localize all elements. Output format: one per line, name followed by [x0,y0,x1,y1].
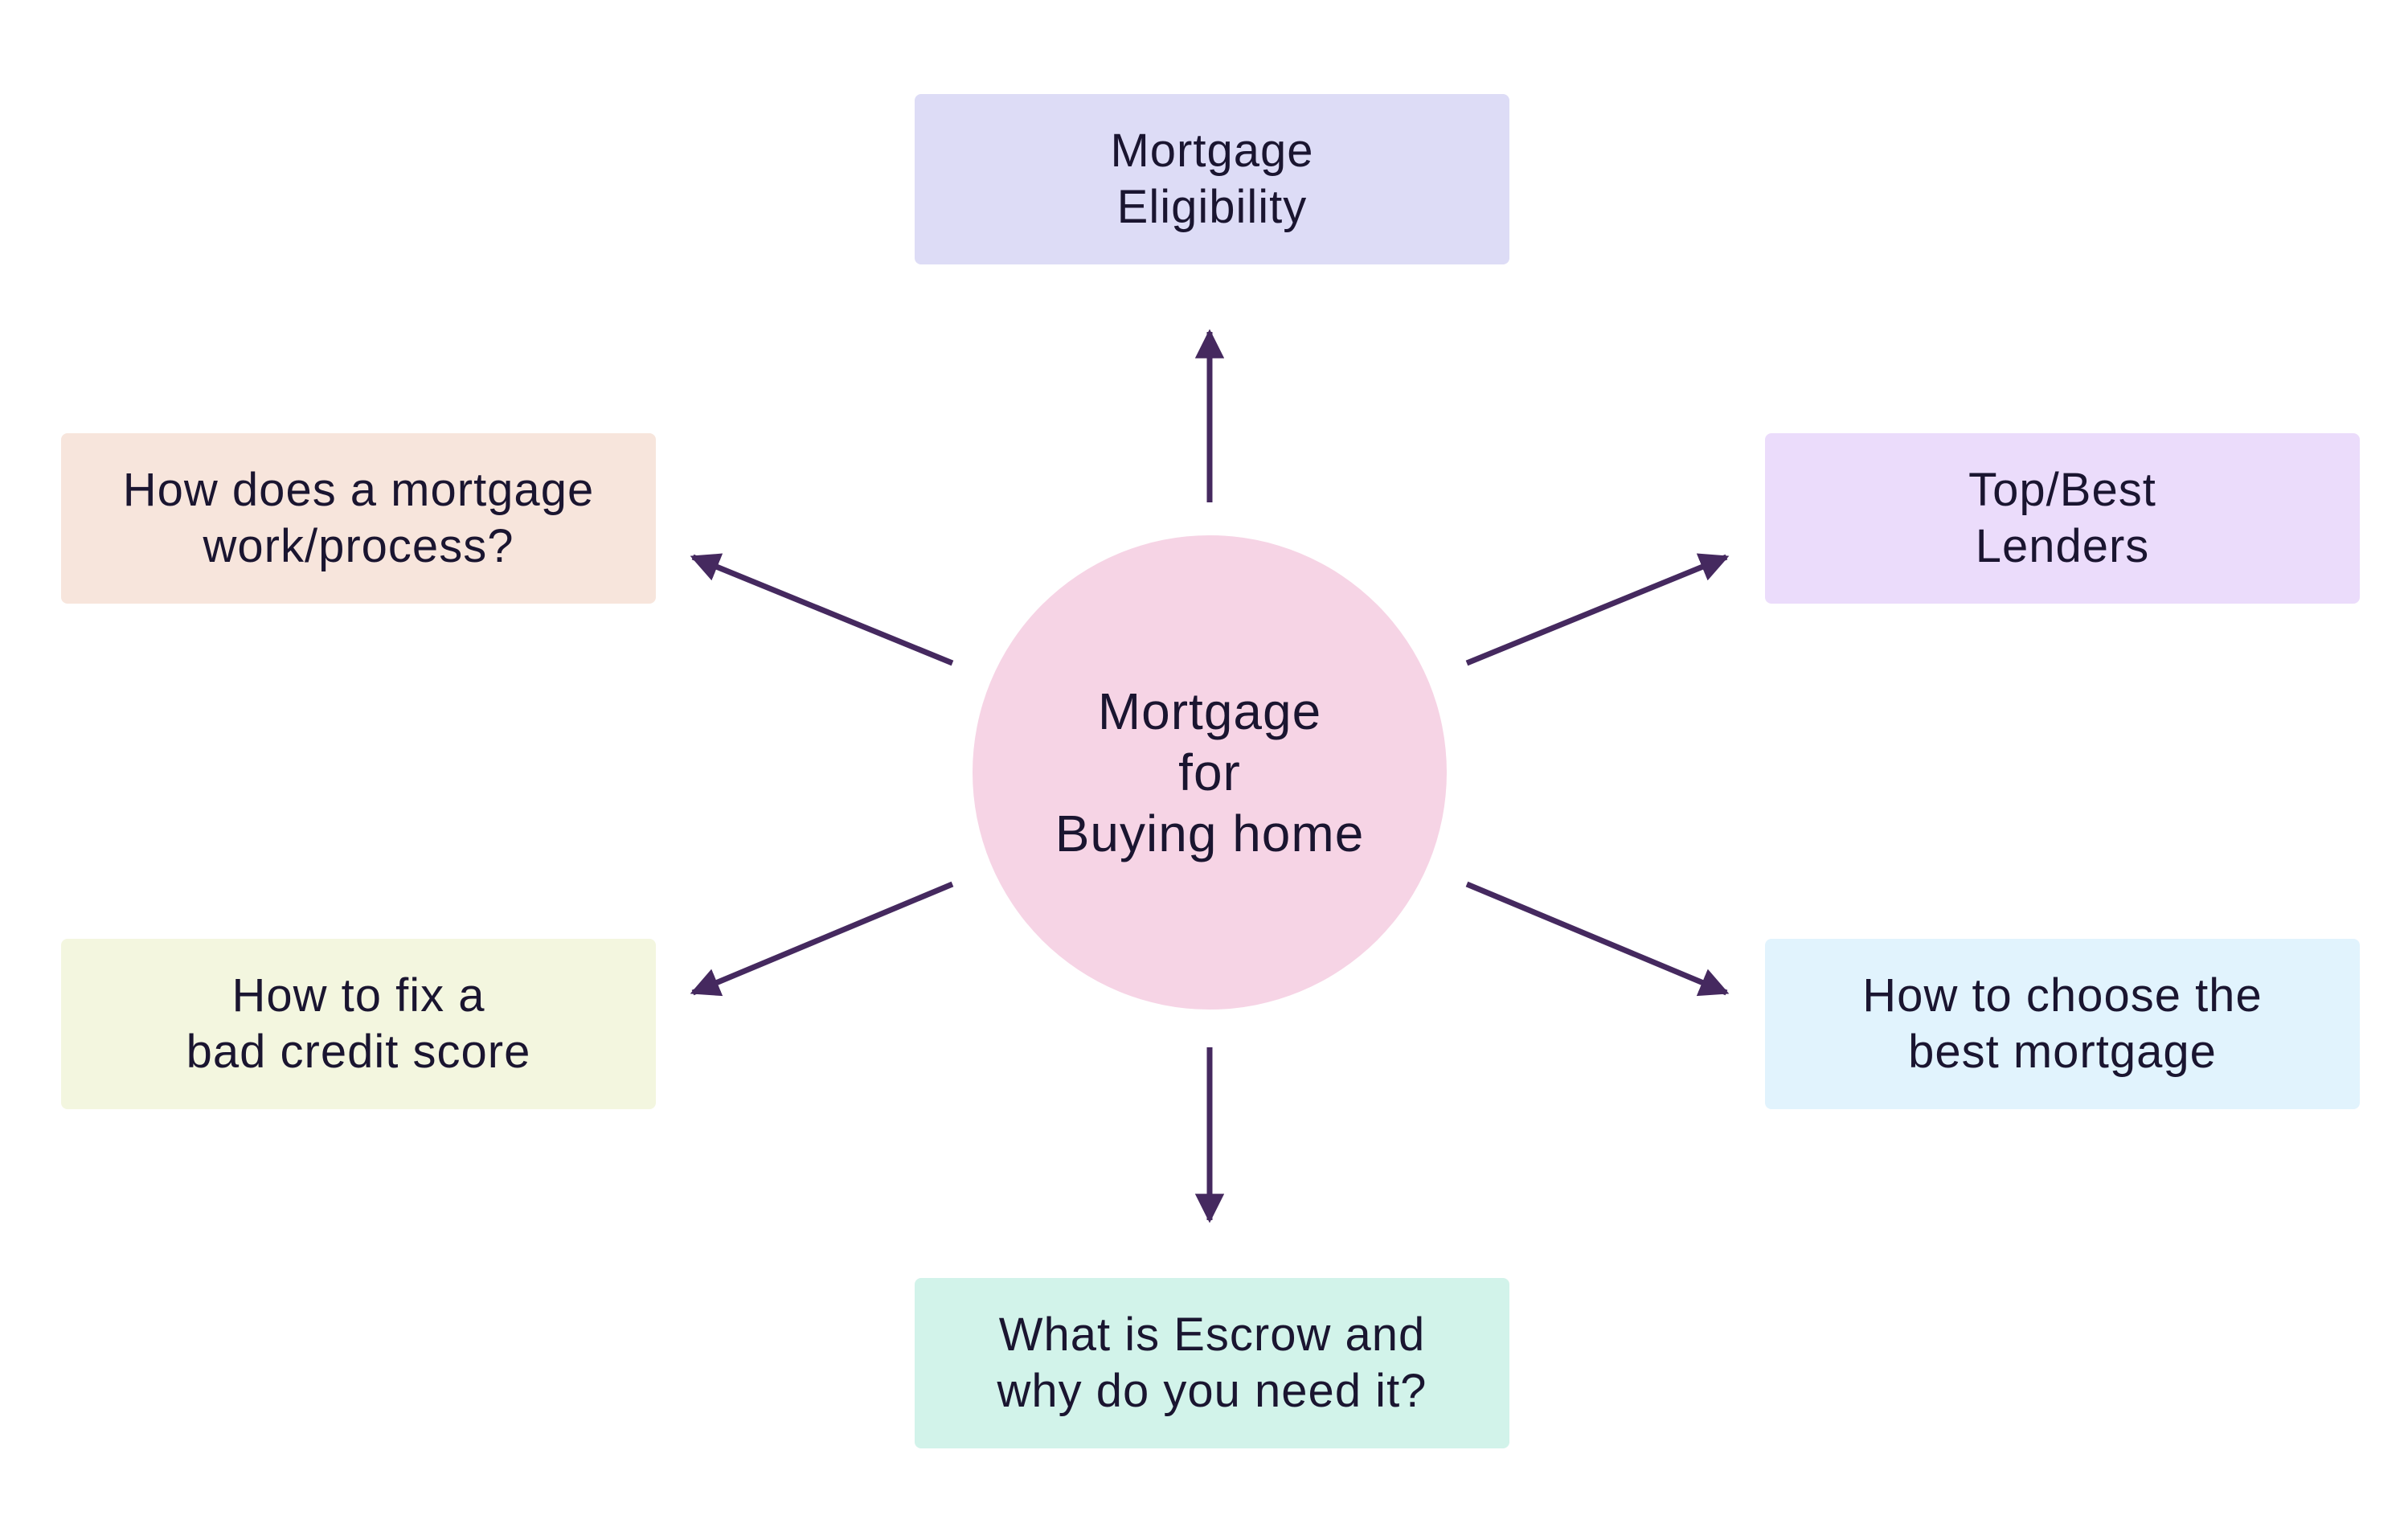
node-label: How does a mortgage work/process? [122,464,595,572]
node-fix-bad-credit-score: How to fix a bad credit score [61,939,656,1109]
central-topic-label: Mortgage for Buying home [1055,682,1365,862]
node-how-mortgage-works: How does a mortgage work/process? [61,433,656,604]
node-choose-best-mortgage: How to choose the best mortgage [1765,939,2360,1109]
node-mortgage-eligibility: Mortgage Eligibility [915,94,1509,264]
node-what-is-escrow: What is Escrow and why do you need it? [915,1278,1509,1448]
node-label: How to fix a bad credit score [186,969,531,1078]
node-label: How to choose the best mortgage [1862,969,2263,1078]
arrow-to-fix-credit-score [690,881,954,997]
node-label: Top/Best Lenders [1968,464,2156,572]
node-top-best-lenders: Top/Best Lenders [1765,433,2360,604]
node-label: What is Escrow and why do you need it? [997,1309,1427,1417]
central-topic-circle: Mortgage for Buying home [973,535,1447,1010]
node-label: Mortgage Eligibility [1110,125,1314,233]
arrow-to-choose-best-mortgage [1465,881,1730,997]
arrow-to-how-mortgage-works [690,553,954,666]
arrow-to-top-lenders [1465,553,1730,666]
